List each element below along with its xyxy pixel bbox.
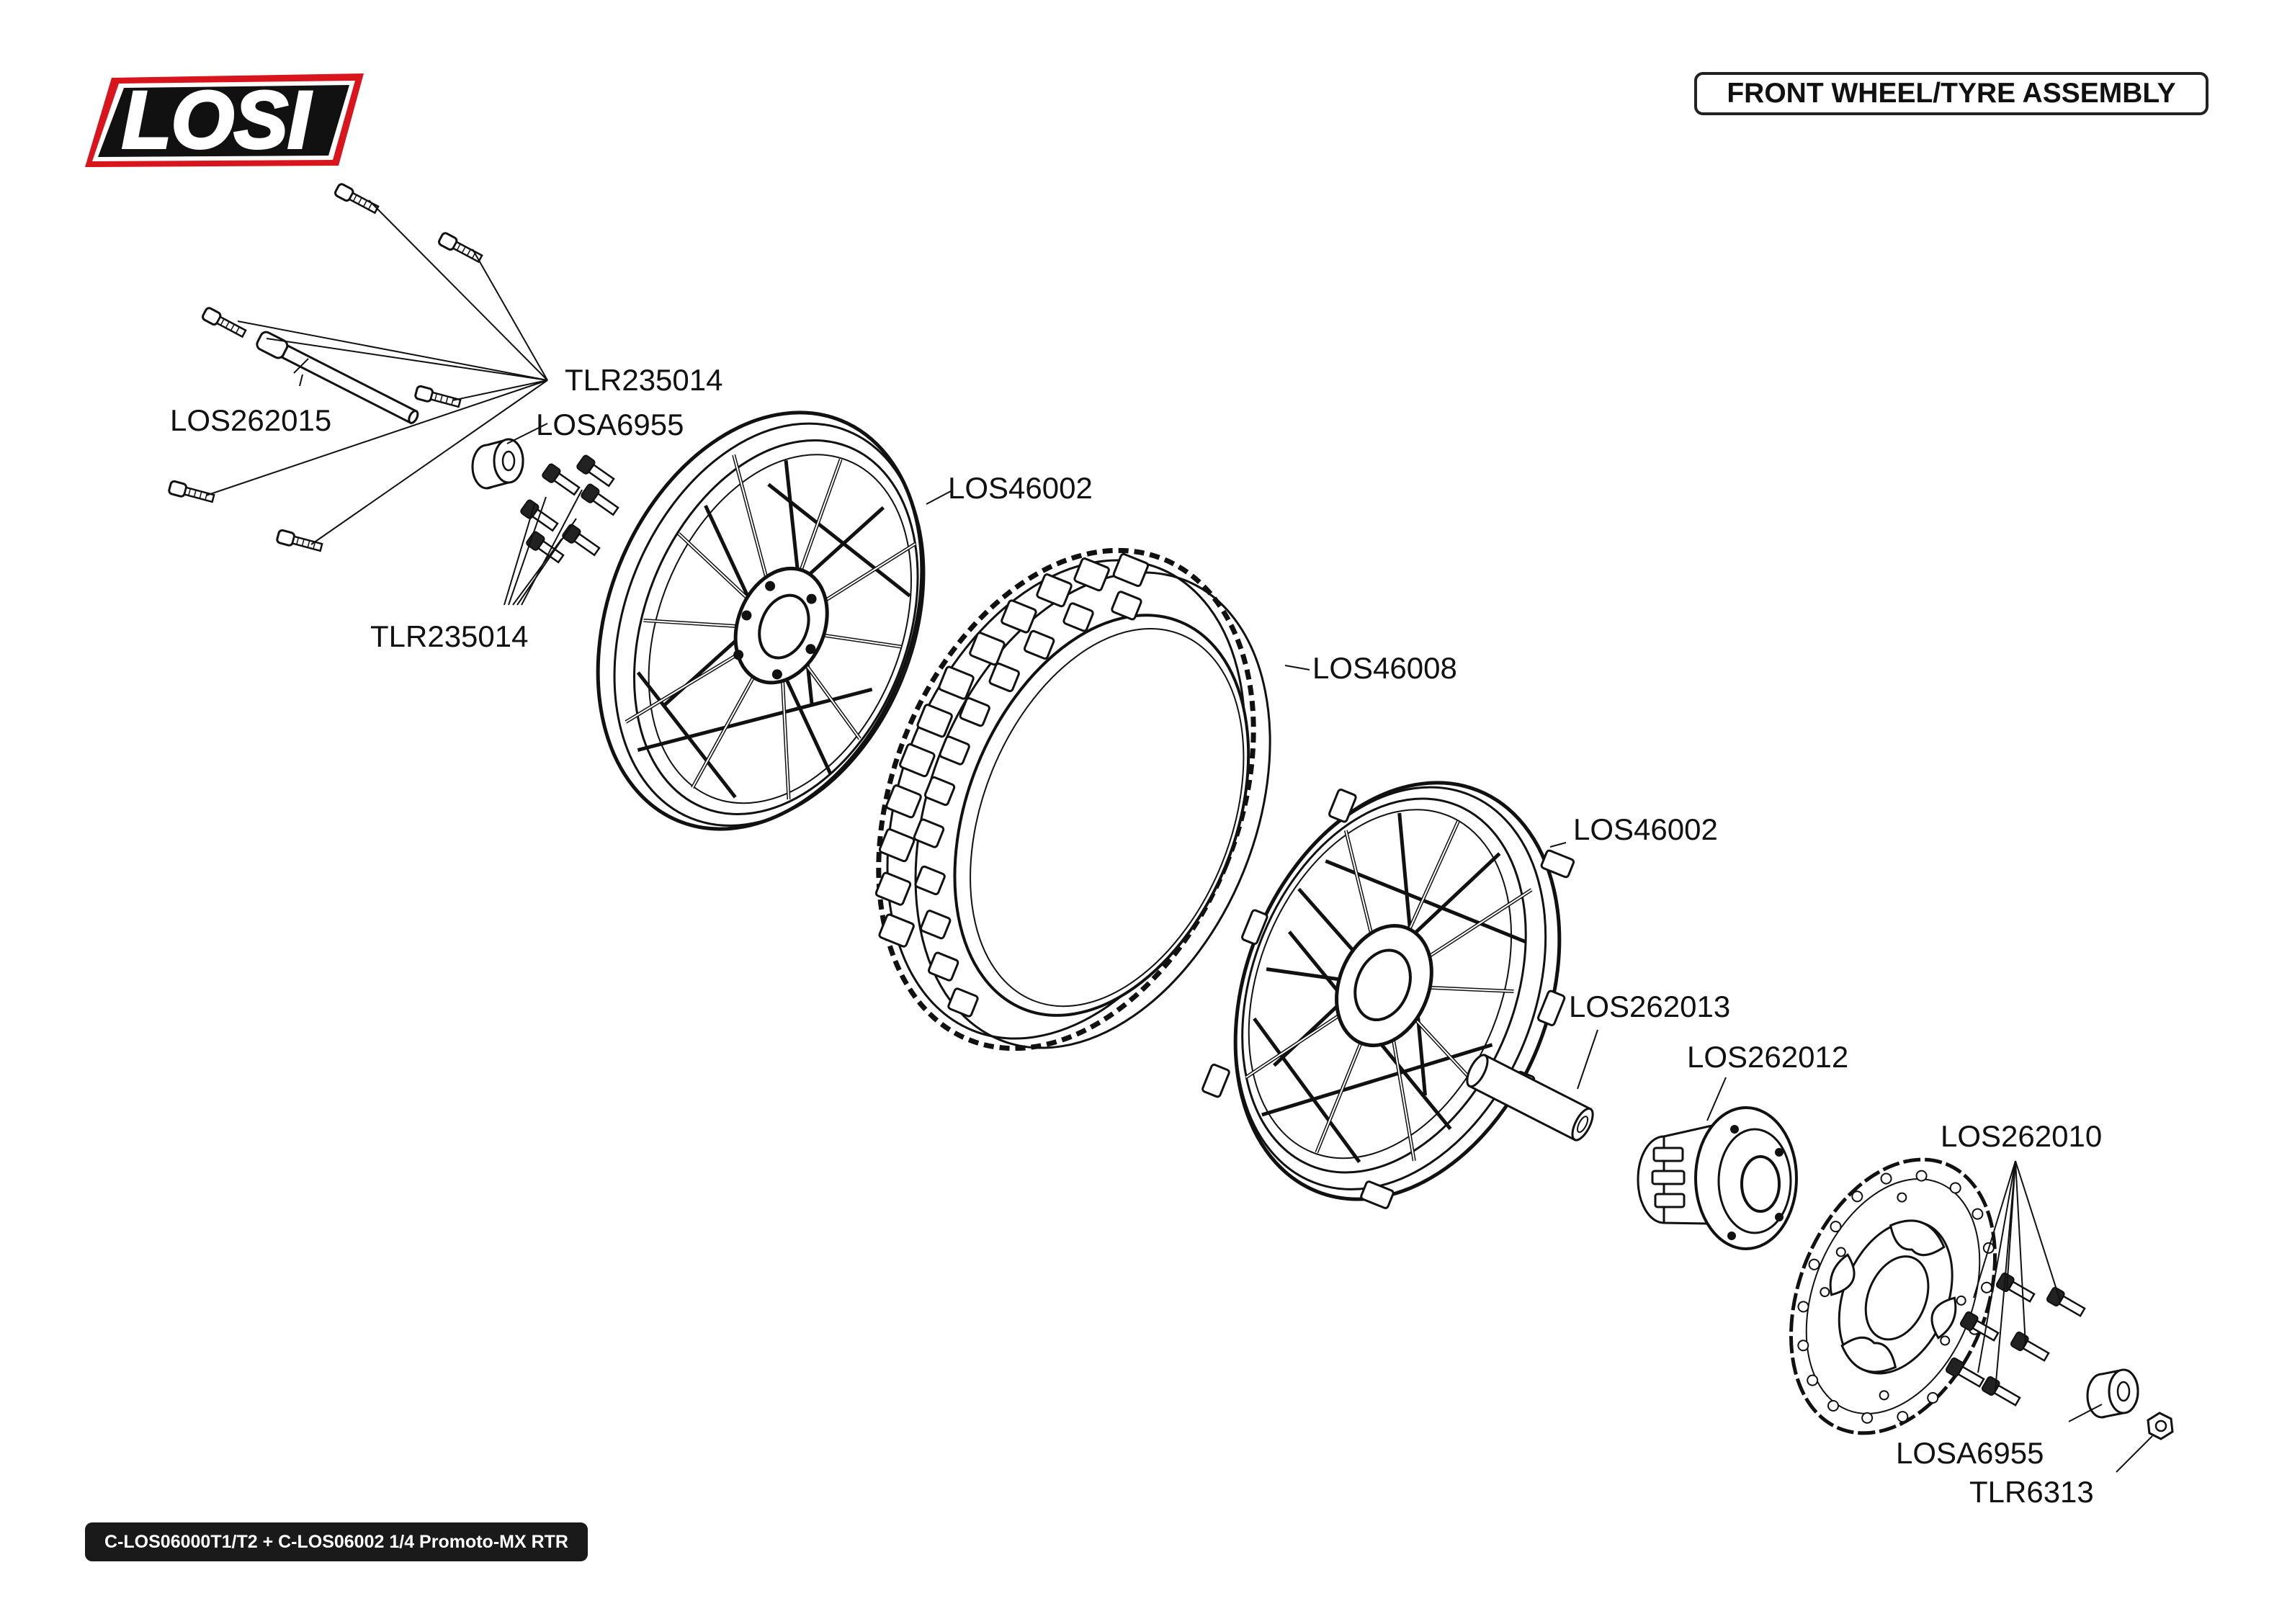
label-spacer: LOS262013 <box>1569 990 1730 1023</box>
rim-right <box>1201 781 1575 1209</box>
label-axle-pin: LOS262015 <box>170 403 331 437</box>
brake-disc <box>1789 1157 1997 1435</box>
leader-lines <box>205 199 2153 1473</box>
label-tyre: LOS46008 <box>1312 651 1457 685</box>
label-hub: LOS262012 <box>1687 1040 1848 1074</box>
label-bearing-right: LOSA6955 <box>1896 1436 2044 1470</box>
label-screws-hub: TLR235014 <box>370 619 529 653</box>
label-rim-left: LOS46002 <box>948 471 1093 505</box>
losi-logo: LOSI <box>85 73 364 167</box>
label-brake-disc: LOS262010 <box>1941 1119 2102 1153</box>
label-rim-right: LOS46002 <box>1573 812 1718 846</box>
rim-left <box>596 411 926 831</box>
axle-pin <box>256 331 419 424</box>
label-nut: TLR6313 <box>1969 1475 2094 1509</box>
bearing-right <box>2086 1368 2139 1419</box>
brand-text: LOSI <box>122 75 312 165</box>
spacer <box>1466 1054 1594 1141</box>
hub <box>1637 1106 1798 1250</box>
nut <box>2147 1412 2174 1440</box>
label-screws-top: TLR235014 <box>565 363 723 397</box>
bolt-group-hub <box>519 453 622 567</box>
footer-model-label: C-LOS06000T1/T2 + C-LOS06002 1/4 Promoto… <box>85 1522 588 1561</box>
tyre <box>874 547 1271 1051</box>
callout-labels: TLR235014 LOS262015 LOSA6955 TLR235014 L… <box>170 363 2102 1509</box>
page-title: FRONT WHEEL/TYRE ASSEMBLY <box>1694 72 2208 115</box>
label-bearing-left: LOSA6955 <box>536 408 684 441</box>
bearing-left <box>471 438 524 490</box>
